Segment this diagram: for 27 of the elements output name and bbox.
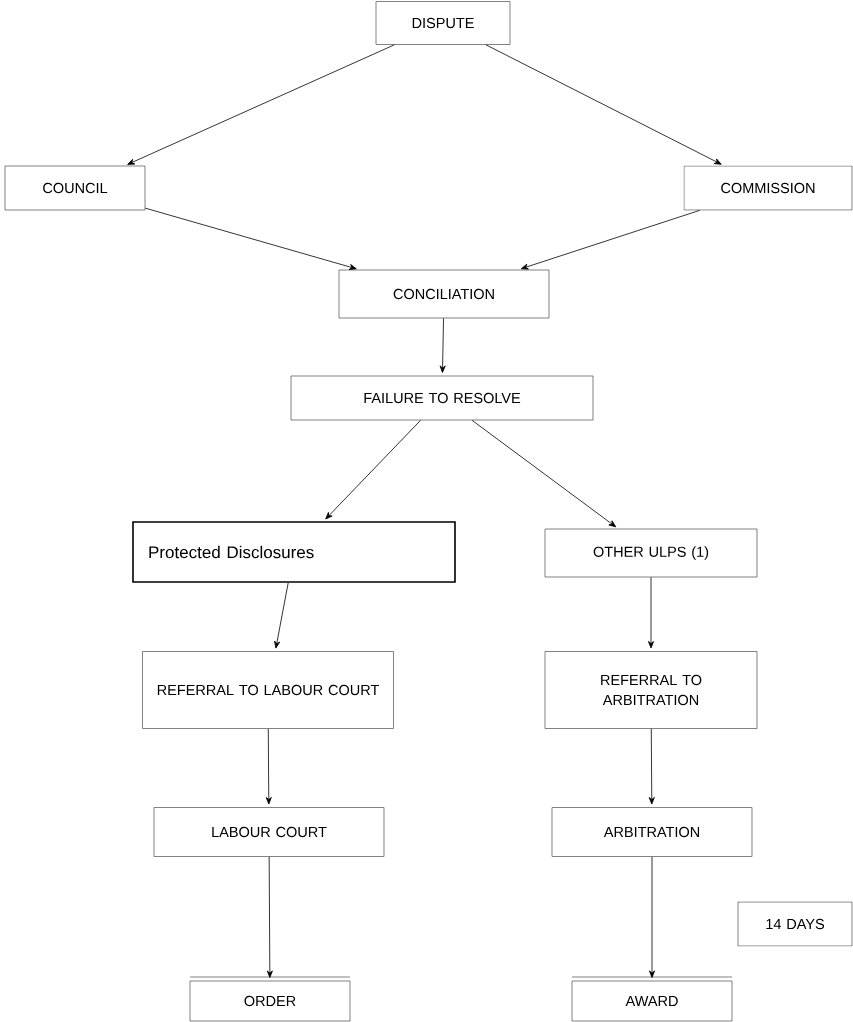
arrow — [265, 728, 272, 805]
arrow — [127, 44, 395, 165]
process-box: COUNCIL — [4, 165, 146, 211]
arrow — [520, 209, 701, 270]
process-box: LABOUR COURT — [153, 807, 385, 857]
arrow — [439, 317, 446, 373]
process-box: REFERRAL TO LABOUR COURT — [142, 651, 394, 729]
arrow — [274, 582, 289, 649]
arrow — [144, 207, 357, 270]
process-box: DISPUTE — [375, 1, 511, 45]
process-box: FAILURE TO RESOLVE — [290, 375, 594, 421]
process-box: Protected Disclosures — [132, 521, 456, 583]
arrow — [648, 728, 655, 805]
arrow — [471, 419, 617, 528]
arrow — [266, 856, 273, 978]
process-box: OTHER ULPS (1) — [544, 528, 758, 578]
arrow — [649, 856, 655, 978]
process-box: 14 DAYS — [737, 901, 853, 947]
process-box: ARBITRATION — [551, 807, 753, 857]
process-box: AWARD — [571, 980, 733, 1022]
arrow — [648, 576, 654, 649]
process-box: COMMISSION — [683, 165, 853, 211]
process-box: REFERRAL TO ARBITRATION — [544, 651, 758, 729]
process-box: ORDER — [189, 980, 351, 1022]
arrow — [325, 419, 421, 520]
process-box: CONCILIATION — [338, 269, 550, 319]
arrow — [485, 44, 722, 165]
